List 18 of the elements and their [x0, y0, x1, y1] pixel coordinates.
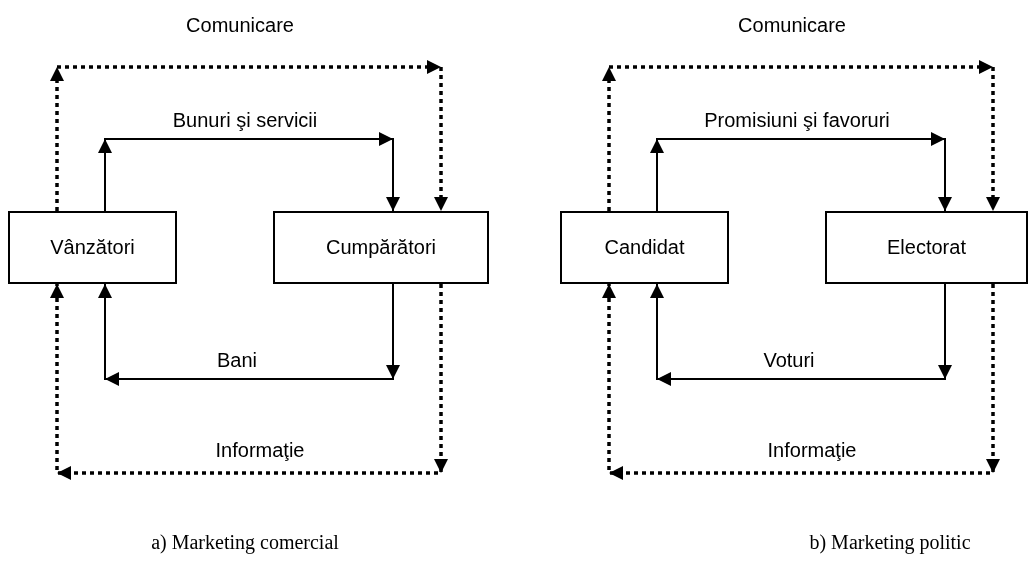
arrow — [602, 284, 1000, 480]
arrow — [98, 283, 400, 386]
caption: b) Marketing politic — [809, 530, 971, 554]
process-box — [8, 211, 177, 284]
arrow — [650, 283, 952, 386]
node-label: Electorat — [887, 236, 966, 259]
process-box — [273, 211, 489, 284]
node-label: Candidat — [604, 236, 685, 259]
process-box — [560, 211, 729, 284]
arrow — [98, 132, 400, 212]
process-box — [825, 211, 1028, 284]
arrow — [602, 60, 1000, 211]
arrow — [50, 60, 448, 211]
node-label: Vânzători — [50, 236, 135, 259]
arrow — [650, 132, 952, 212]
caption: a) Marketing comercial — [151, 530, 339, 554]
arrow — [50, 284, 448, 480]
node-label: Cumpărători — [325, 236, 436, 259]
